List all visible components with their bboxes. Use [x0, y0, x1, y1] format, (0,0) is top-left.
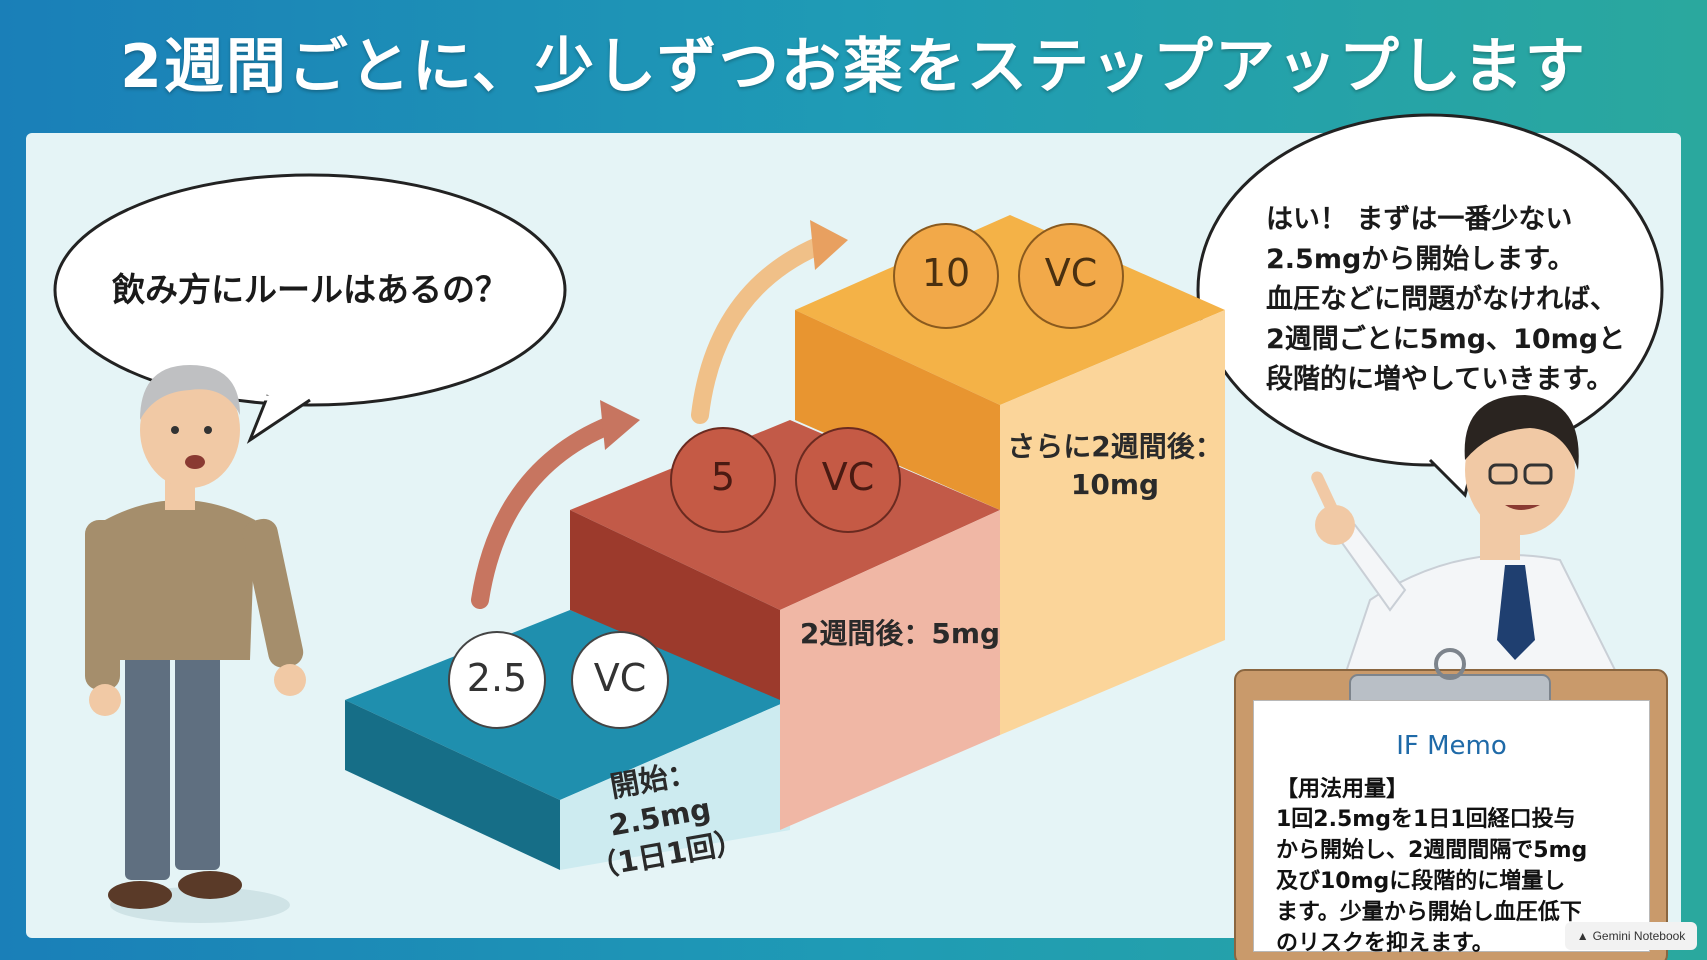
memo-title: IF Memo	[1396, 731, 1507, 761]
memo-line: から開始し、2週間間隔で5mg	[1276, 838, 1588, 863]
memo-body: 1回2.5mgを1日1回経口投与 から開始し、2週間間隔で5mg 及び10mgに…	[1276, 804, 1587, 959]
step-label-2: 2週間後：5mg	[799, 617, 1001, 650]
patient-figure	[85, 365, 306, 923]
answer-line: はい！ まずは一番少ない	[1266, 204, 1573, 235]
memo-heading: 【用法用量】	[1276, 777, 1409, 802]
pill-dose-1: 2.5	[466, 656, 528, 700]
if-memo: IF Memo 【用法用量】 1回2.5mgを1日1回経口投与 から開始し、2週…	[1253, 700, 1650, 956]
answer-line: 血圧などに問題がなければ、	[1266, 284, 1617, 315]
answer-line: 2週間ごとに5mg、10mgと	[1266, 324, 1626, 355]
question-text: 飲み方にルールはあるの？	[112, 270, 508, 309]
answer-line: 2.5mgから開始します。	[1266, 244, 1575, 275]
memo-line: 及び10mgに段階的に増量し	[1276, 869, 1566, 894]
notebook-icon: ▲	[1576, 929, 1589, 943]
badge-label: Gemini Notebook	[1592, 929, 1686, 943]
answer-line: 段階的に増やしていきます。	[1266, 364, 1614, 395]
pill-group-2	[670, 427, 901, 533]
doctor-figure	[1311, 395, 1622, 692]
pill-dose-3: 10	[921, 251, 971, 295]
pill-group-1	[448, 631, 669, 729]
memo-line: ます。少量から開始し血圧低下	[1276, 900, 1582, 925]
pill-mark-1: VC	[593, 656, 647, 700]
step-arrow-2	[691, 220, 848, 424]
pill-group-3	[893, 223, 1124, 329]
notebook-badge: ▲ Gemini Notebook	[1565, 922, 1697, 950]
pill-mark-2: VC	[821, 455, 875, 499]
step-arrow-1	[471, 400, 640, 609]
pill-dose-2: 5	[710, 455, 736, 499]
page-title: 2週間ごとに、少しずつお薬をステップアップします	[120, 32, 1587, 102]
answer-text: はい！ まずは一番少ない 2.5mgから開始します。 血圧などに問題がなければ、…	[1266, 200, 1646, 400]
step-label-3: さらに2週間後： 10mg	[1007, 430, 1223, 501]
pill-mark-3: VC	[1044, 251, 1098, 295]
memo-line: 1回2.5mgを1日1回経口投与	[1276, 807, 1576, 832]
question-bubble	[53, 173, 567, 444]
memo-line: のリスクを抑えます。	[1276, 931, 1494, 956]
